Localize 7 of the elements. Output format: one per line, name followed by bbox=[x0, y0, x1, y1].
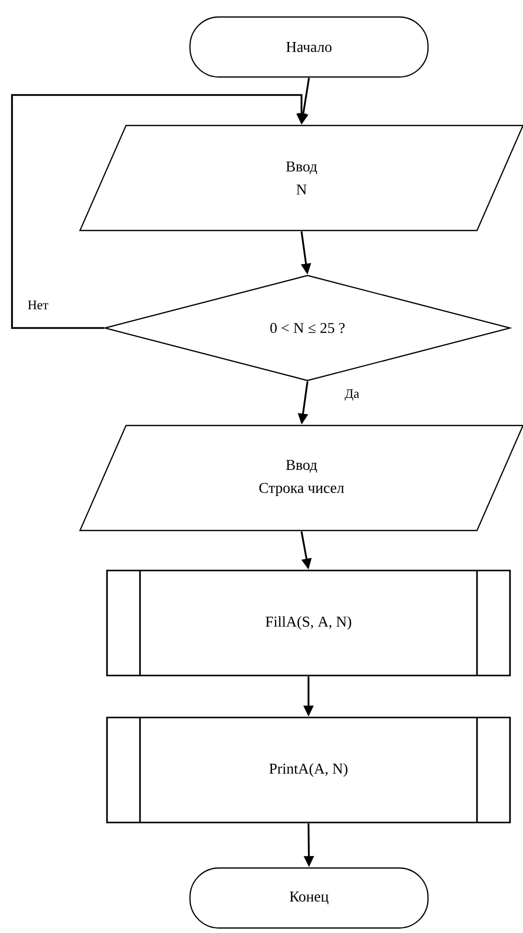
edge-label: Нет bbox=[26, 300, 50, 310]
subroutine-box: PrintA(A, N) bbox=[106, 716, 511, 824]
arrow bbox=[11, 94, 307, 329]
input-parallelogram: Ввод Строка чисел bbox=[79, 424, 523, 532]
input-parallelogram: Ввод N bbox=[79, 124, 523, 232]
edge-label: Да bbox=[344, 388, 360, 402]
subroutine-box: FillA(S, A, N) bbox=[106, 570, 511, 676]
